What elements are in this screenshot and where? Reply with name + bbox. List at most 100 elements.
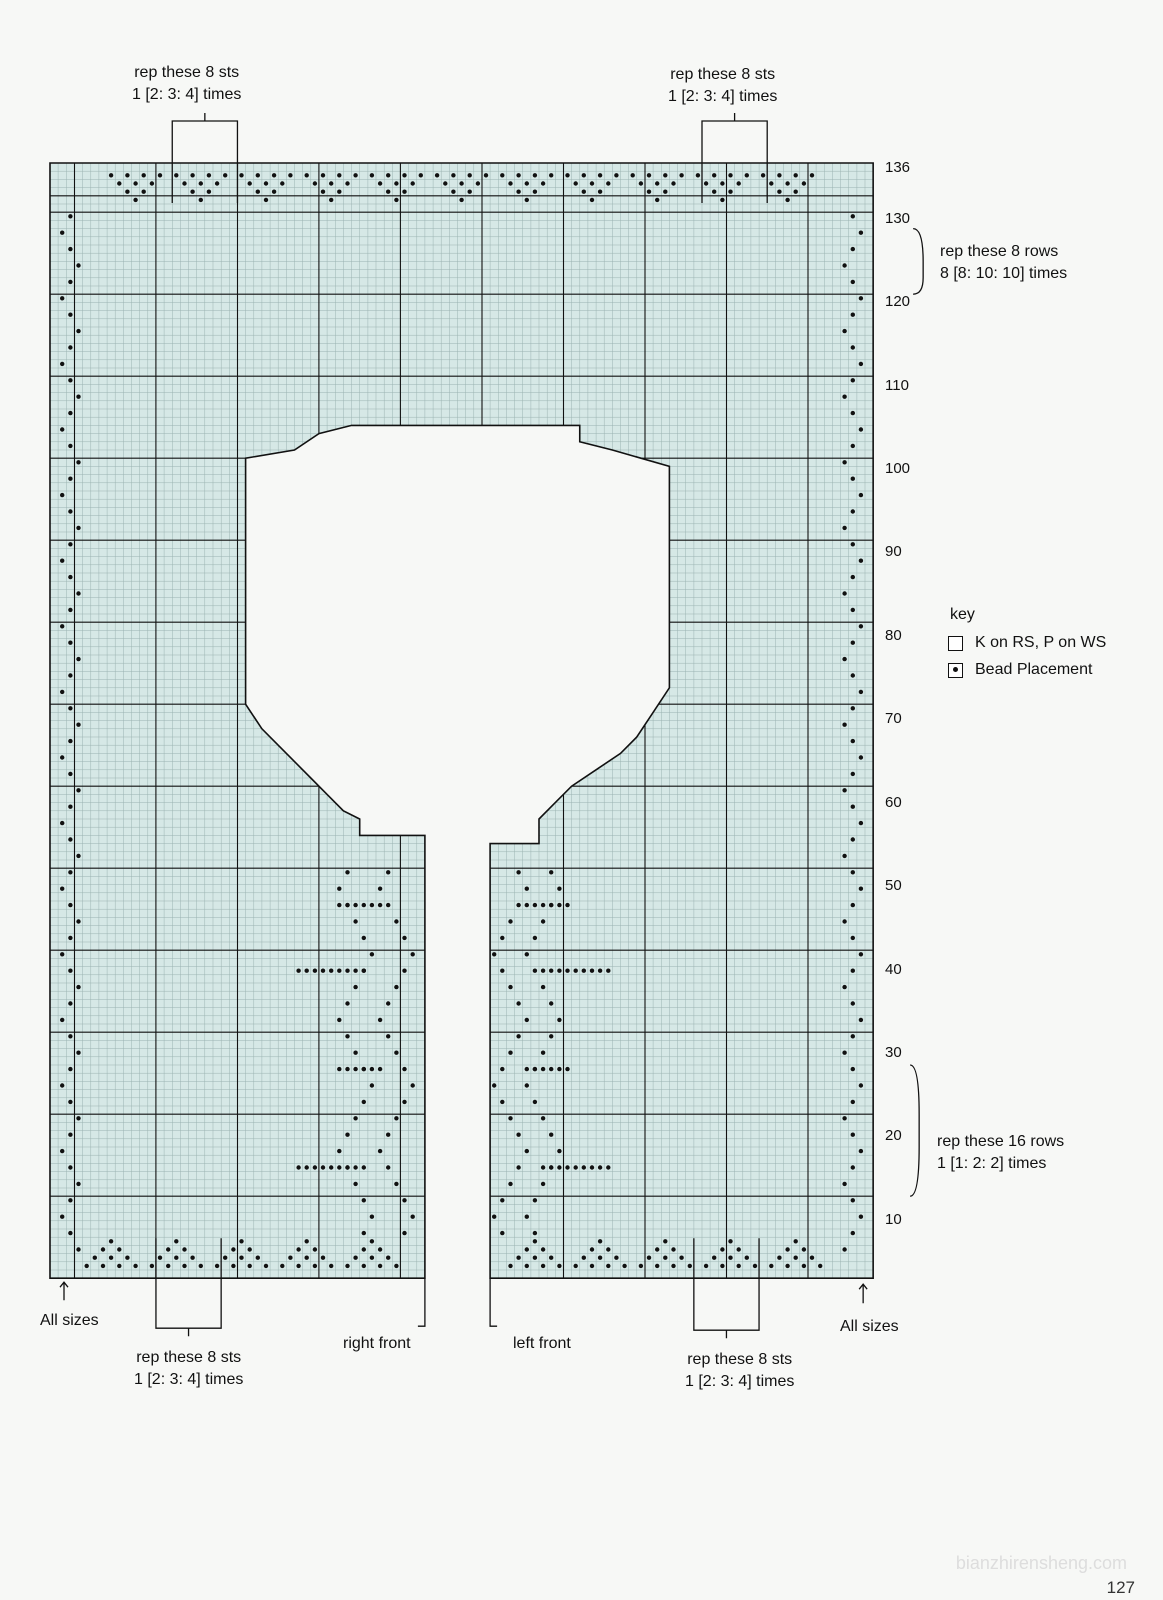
bead-dot — [850, 410, 855, 416]
bead-dot — [157, 1255, 163, 1260]
bead-dot — [174, 173, 179, 178]
bead-dot — [663, 189, 668, 194]
bead-dot — [655, 1263, 660, 1269]
row-number-136: 136 — [885, 159, 911, 176]
bead-dot — [597, 1255, 603, 1260]
bead-dot — [76, 263, 81, 268]
bead-dot — [850, 640, 855, 645]
bead-dot — [60, 558, 65, 563]
bead-dot — [508, 1263, 513, 1269]
bead-dot — [540, 902, 546, 908]
all-sizes-right: All sizes — [840, 1318, 899, 1335]
bead-dot — [818, 1263, 823, 1269]
right-front-label: right front — [343, 1335, 411, 1352]
bead-dot — [500, 1198, 505, 1203]
bead-dot — [76, 656, 81, 662]
row-bracket-top — [913, 227, 924, 295]
bead-dot — [304, 1255, 309, 1260]
bead-dot — [377, 1066, 383, 1072]
bead-dot — [671, 1263, 676, 1269]
bead-dot — [76, 788, 81, 793]
bead-dot — [149, 1263, 155, 1269]
bead-dot — [850, 246, 855, 252]
bead-dot — [100, 1263, 106, 1269]
bead-dot — [353, 1255, 358, 1260]
bead-dot — [744, 173, 749, 178]
bead-dot — [394, 1116, 399, 1121]
bead-dot — [76, 328, 81, 334]
bead-dot — [712, 189, 717, 194]
bead-dot — [288, 173, 293, 178]
bead-dot — [663, 173, 668, 178]
bead-dot — [842, 591, 847, 596]
bead-dot — [842, 1116, 847, 1121]
bead-dot — [68, 378, 73, 383]
bead-dot — [353, 968, 358, 973]
bead-dot — [850, 1034, 855, 1039]
bead-dot — [68, 279, 73, 285]
bead-dot — [337, 902, 342, 908]
bead-dot — [581, 1255, 586, 1260]
bead-dot — [76, 1050, 81, 1055]
bead-dot — [524, 197, 529, 203]
bead-dot — [280, 181, 285, 186]
bead-dot — [68, 771, 73, 777]
bead-dot — [858, 886, 864, 891]
bead-dot — [402, 935, 407, 941]
bead-dot — [492, 1083, 497, 1088]
bead-dot — [850, 345, 855, 350]
left-front-label: left front — [513, 1335, 571, 1352]
bead-dot — [68, 738, 73, 744]
bead-dot — [92, 1255, 98, 1260]
bead-dot — [508, 1050, 513, 1055]
bead-dot — [76, 525, 81, 531]
bead-dot — [190, 1255, 195, 1260]
bead-dot — [589, 1165, 595, 1170]
bead-dot — [198, 197, 203, 203]
row-number-40: 40 — [885, 961, 902, 978]
bead-dot — [524, 181, 529, 186]
bead-dots — [60, 173, 864, 1269]
bead-dot — [793, 173, 798, 178]
bead-dot — [117, 1263, 122, 1269]
bead-dot — [597, 968, 603, 973]
bead-dot — [557, 968, 562, 973]
bead-dot — [500, 935, 505, 941]
bead-dot — [451, 173, 456, 178]
bead-dot — [369, 1066, 375, 1072]
bead-dot — [206, 189, 212, 194]
bead-dot — [386, 1255, 391, 1260]
bead-dot — [214, 181, 220, 186]
bead-dot — [524, 1263, 529, 1269]
key-item-label: Bead Placement — [975, 661, 1093, 678]
bead-dot — [557, 902, 562, 908]
bead-dot — [410, 952, 415, 957]
bead-dot — [720, 197, 725, 203]
bead-dot — [182, 181, 187, 186]
bead-dot — [402, 189, 407, 194]
bead-dot — [663, 1239, 668, 1244]
bead-dot — [492, 1214, 497, 1219]
bead-dot — [549, 1132, 554, 1137]
bead-dot — [377, 1017, 383, 1023]
bead-dot — [858, 952, 864, 957]
bead-dot — [589, 1263, 595, 1269]
bead-dot — [532, 189, 538, 194]
bead-dot — [850, 771, 855, 777]
bead-dot — [60, 1214, 65, 1219]
bead-dot — [858, 755, 864, 760]
bead-dot — [60, 952, 65, 957]
bead-dot — [638, 1263, 644, 1269]
bead-dot — [68, 1230, 73, 1236]
bead-dot — [801, 1247, 807, 1252]
bead-dot — [630, 173, 635, 178]
bead-dot — [76, 984, 81, 990]
bead-dot — [549, 1034, 554, 1039]
bead-dot — [785, 197, 790, 203]
bead-dot — [858, 296, 864, 301]
bead-dot — [117, 181, 122, 186]
bead-dot — [524, 1247, 529, 1252]
bead-dot — [557, 1066, 562, 1072]
bead-dot — [402, 173, 407, 178]
